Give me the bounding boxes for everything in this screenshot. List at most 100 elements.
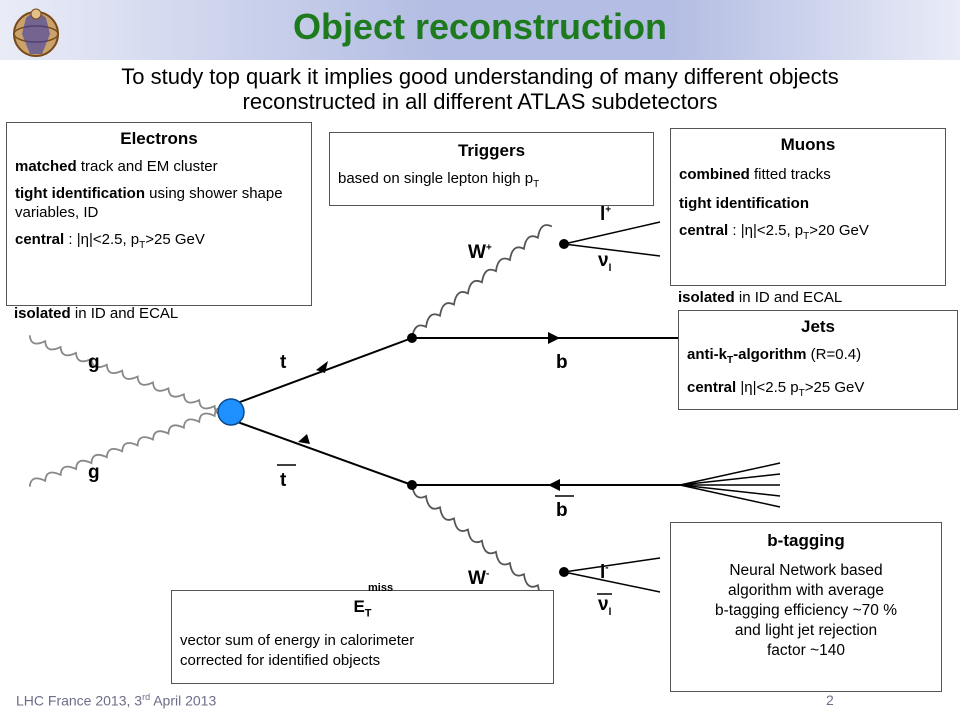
muons-item-3-sub: T [803, 231, 810, 242]
muons-heading: Muons [780, 135, 836, 154]
b-arrow [548, 332, 560, 344]
gluon-top-label: g [88, 352, 100, 373]
electrons-item-3: central : |η|<2.5, pT>25 GeV [15, 230, 303, 255]
bbar-arrow [548, 479, 560, 491]
electrons-item-3-bold: central [15, 231, 65, 248]
wminus-vertex [559, 567, 569, 577]
muons-item-2: tight identification [679, 194, 937, 213]
electrons-item-1: matched track and EM cluster [15, 157, 303, 176]
met-heading: ET [180, 597, 545, 621]
footer-event: LHC France 2013, 3rd April 2013 [16, 692, 216, 709]
muons-item-3-tail: >20 GeV [809, 222, 869, 239]
lminus-charge: - [605, 562, 609, 574]
electrons-item-1-bold: matched [15, 158, 77, 175]
gluon-top [28, 406, 231, 487]
logo-figure [22, 13, 50, 54]
b-label: b [556, 352, 568, 373]
jets-item-1-rest: (R=0.4) [806, 346, 862, 363]
jets-heading: Jets [800, 317, 836, 336]
lminus-symbol: l [600, 562, 606, 583]
met-heading-sub: T [364, 607, 372, 620]
triggers-text-sub: T [533, 179, 540, 190]
top-label: t [280, 352, 287, 373]
jets-item-1-bold: anti-k [687, 346, 728, 363]
met-box: ET vector sum of energy in calorimeter c… [171, 590, 554, 684]
electrons-item-2-rest: using shower shape variables, ID [15, 185, 283, 221]
antitop-quark-line [231, 419, 413, 486]
wplus-symbol: W [468, 242, 486, 263]
wminus-label: W- [468, 568, 489, 590]
nu-symbol: ν [598, 250, 609, 271]
btagging-text: Neural Network based algorithm with aver… [677, 561, 935, 661]
lplus-symbol: l [600, 204, 606, 225]
gluon-bottom-label: g [88, 462, 100, 483]
antitop-vertex [407, 480, 417, 490]
muons-item-1: combined fitted tracks [679, 165, 937, 184]
triggers-heading: Triggers [457, 141, 526, 160]
subtitle-line-2: reconstructed in all different ATLAS sub… [242, 89, 718, 114]
muons-item-4-rest: in ID and ECAL [734, 289, 843, 306]
met-line-1: vector sum of energy in calorimeter [180, 632, 415, 649]
nubar-label: νl [598, 594, 611, 618]
jets-item-2-sub: T [798, 388, 805, 399]
electrons-item-4-bold: isolated [14, 305, 71, 322]
muons-item-4-bold: isolated [678, 289, 735, 306]
production-vertex [217, 398, 245, 426]
muons-item-1-bold: combined [679, 166, 750, 183]
nu-label: νl [598, 250, 611, 274]
electrons-item-3-rest: : |η|<2.5, p [64, 231, 140, 248]
bbar-label: b [556, 500, 568, 521]
subtitle-line-1: To study top quark it implies good under… [121, 64, 839, 89]
nubar-line [563, 571, 661, 593]
footer-event-tail: April 2013 [150, 692, 217, 709]
footer-event-main: LHC France 2013, 3 [16, 692, 143, 709]
muons-item-3-rest: : |η|<2.5, p [728, 222, 804, 239]
nu-line [563, 243, 661, 257]
page-number: 2 [826, 692, 834, 708]
muons-item-1-rest: fitted tracks [749, 166, 831, 183]
met-line-2: corrected for identified objects [180, 652, 381, 669]
wminus-symbol: W [468, 568, 486, 589]
electrons-item-4: isolated in ID and ECAL [14, 304, 178, 323]
lplus-label: l+ [600, 204, 611, 226]
wminus-charge: - [485, 568, 490, 580]
btagging-heading: b-tagging [767, 531, 845, 550]
muons-box: Muons combined fitted tracks tight ident… [670, 128, 946, 286]
electrons-item-2: tight identification using shower shape … [15, 184, 303, 222]
met-heading-sup: miss [368, 582, 394, 594]
top-arrow [316, 361, 328, 373]
electrons-box: Electrons matched track and EM cluster t… [6, 122, 312, 306]
electrons-item-1-rest: track and EM cluster [76, 158, 218, 175]
antitop-arrow [298, 434, 310, 444]
page-title: Object reconstruction [292, 6, 668, 47]
nu-flavor: l [608, 262, 612, 274]
logo-head [30, 8, 42, 20]
electrons-item-2-bold: tight identification [15, 185, 145, 202]
jets-item-2-tail: >25 GeV [804, 379, 865, 396]
met-text: vector sum of energy in calorimeter corr… [180, 631, 545, 671]
met-heading-main: E [353, 597, 365, 616]
btagging-line-4: and light jet rejection [734, 622, 878, 639]
gluon-bottom [28, 335, 231, 416]
triggers-text-main: based on single lepton high p [338, 170, 534, 187]
jets-item-1-sub: T [727, 355, 734, 366]
jets-item-1: anti-kT-algorithm (R=0.4) [687, 345, 949, 370]
btagging-line-2: algorithm with average [728, 582, 884, 599]
triggers-text: based on single lepton high pT [338, 169, 645, 194]
electrons-heading: Electrons [120, 129, 198, 148]
top-vertex [407, 333, 417, 343]
w-minus-line [411, 484, 553, 599]
btagging-line-3: b-tagging efficiency ~70 % [715, 602, 897, 619]
muons-item-3-bold: central [679, 222, 729, 239]
triggers-box: Triggers based on single lepton high pT [329, 132, 654, 206]
footer-event-sup: rd [142, 692, 151, 702]
nubar-flavor: l [608, 606, 612, 618]
electrons-item-3-sub: T [139, 240, 146, 251]
btagging-line-1: Neural Network based [729, 562, 883, 579]
antitop-label: t [280, 470, 287, 491]
title-bar [0, 0, 960, 60]
w-plus-line [411, 224, 553, 339]
jets-item-2-rest: |η|<2.5 p [736, 379, 799, 396]
muons-item-3: central : |η|<2.5, pT>20 GeV [679, 221, 937, 246]
